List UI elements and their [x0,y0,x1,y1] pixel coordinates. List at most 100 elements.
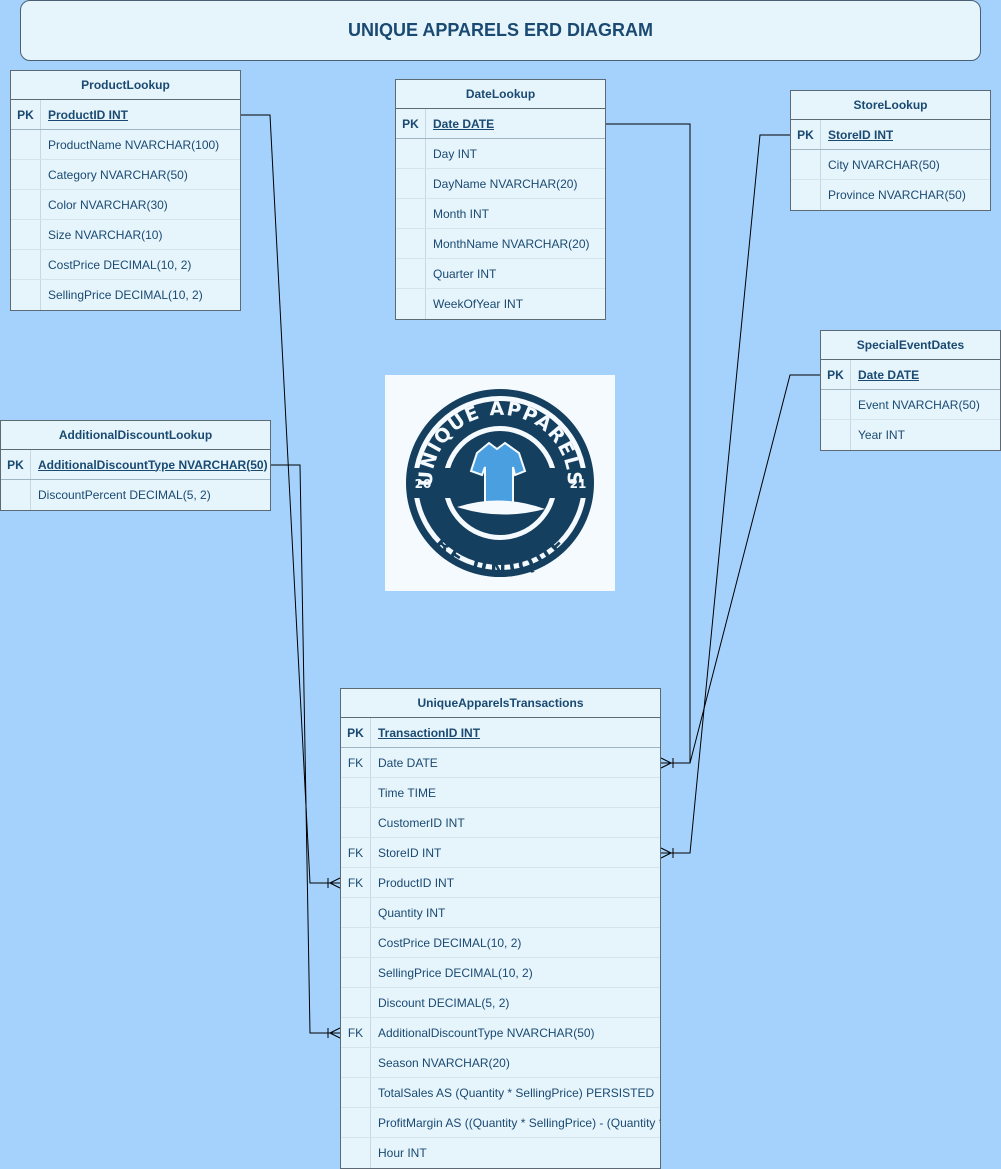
field-label: CostPrice DECIMAL(10, 2) [378,935,522,950]
entity-field-row[interactable]: SellingPrice DECIMAL(10, 2) [11,280,240,310]
key-indicator [396,229,426,258]
key-indicator: PK [341,718,371,747]
field-label: Category NVARCHAR(50) [48,167,188,182]
field-label: StoreID INT [378,845,442,860]
logo-year-left: 20 [415,477,432,491]
key-indicator [11,160,41,189]
key-indicator [11,250,41,279]
key-indicator [396,259,426,288]
entity-field-row[interactable]: Time TIME [341,778,660,808]
entity-field-row[interactable]: CustomerID INT [341,808,660,838]
field-label: ProductName NVARCHAR(100) [48,137,220,152]
relation-date [606,123,691,764]
entity-field-row[interactable]: CostPrice DECIMAL(10, 2) [341,928,660,958]
field-label: MonthName NVARCHAR(20) [433,236,590,251]
crowfoot-additional-discount [327,1027,341,1039]
key-indicator [396,289,426,319]
entity-field-row[interactable]: Hour INT [341,1138,660,1168]
entity-header: SpecialEventDates [821,331,1000,360]
field-label: DayName NVARCHAR(20) [433,176,578,191]
key-indicator [341,898,371,927]
entity-field-row[interactable]: City NVARCHAR(50) [791,150,990,180]
entity-field-row[interactable]: Quarter INT [396,259,605,289]
key-indicator [341,958,371,987]
key-indicator [11,130,41,159]
relation-special-event [689,374,820,764]
field-label: Quantity INT [378,905,446,920]
entity-field-row[interactable]: FK StoreID INT [341,838,660,868]
entity-field-row[interactable]: Season NVARCHAR(20) [341,1048,660,1078]
key-indicator [791,180,821,210]
key-indicator [341,1078,371,1107]
entity-field-row[interactable]: Size NVARCHAR(10) [11,220,240,250]
entity-field-row[interactable]: Event NVARCHAR(50) [821,390,1000,420]
entity-field-row[interactable]: TotalSales AS (Quantity * SellingPrice) … [341,1078,660,1108]
entity-field-row[interactable]: Discount DECIMAL(5, 2) [341,988,660,1018]
entity-header: StoreLookup [791,91,990,120]
key-indicator [821,390,851,419]
field-label: Color NVARCHAR(30) [48,197,168,212]
entity-field-row[interactable]: Day INT [396,139,605,169]
field-label: Event NVARCHAR(50) [858,397,980,412]
entity-field-row[interactable]: Year INT [821,420,1000,450]
relation-store [661,134,790,854]
entity-field-row[interactable]: Province NVARCHAR(50) [791,180,990,210]
key-indicator [11,190,41,219]
entity-field-row[interactable]: Month INT [396,199,605,229]
key-indicator [341,1048,371,1077]
key-indicator: FK [341,868,371,897]
field-label: Discount DECIMAL(5, 2) [378,995,510,1010]
entity-field-row[interactable]: CostPrice DECIMAL(10, 2) [11,250,240,280]
field-label: SellingPrice DECIMAL(10, 2) [48,288,203,302]
field-label: AdditionalDiscountType NVARCHAR(50) [378,1025,595,1040]
field-label: City NVARCHAR(50) [828,157,940,172]
key-indicator: PK [396,109,426,138]
key-indicator: PK [791,120,821,149]
entity-field-row[interactable]: DayName NVARCHAR(20) [396,169,605,199]
entity-field-row[interactable]: SellingPrice DECIMAL(10, 2) [341,958,660,988]
entity-field-row[interactable]: ProductName NVARCHAR(100) [11,130,240,160]
field-label: Time TIME [378,785,437,800]
field-label: Year INT [858,428,905,442]
field-label: WeekOfYear INT [433,297,524,311]
key-indicator [11,220,41,249]
entity-field-row[interactable]: WeekOfYear INT [396,289,605,319]
field-label: CostPrice DECIMAL(10, 2) [48,257,192,272]
key-indicator [11,280,41,310]
field-label: ProfitMargin AS ((Quantity * SellingPric… [378,1115,660,1130]
crowfoot-product [327,877,341,889]
key-indicator: PK [11,100,41,129]
entity-field-row[interactable]: Quantity INT [341,898,660,928]
key-indicator [341,808,371,837]
field-label: Quarter INT [433,266,497,281]
field-label: DiscountPercent DECIMAL(5, 2) [38,488,211,502]
entity-field-row[interactable]: Category NVARCHAR(50) [11,160,240,190]
entity-field-row[interactable]: ProfitMargin AS ((Quantity * SellingPric… [341,1108,660,1138]
field-label: AdditionalDiscountType NVARCHAR(50) [38,457,268,472]
entity-field-row[interactable]: MonthName NVARCHAR(20) [396,229,605,259]
key-indicator: PK [821,360,851,389]
crowfoot-store [660,847,674,859]
field-label: Size NVARCHAR(10) [48,227,163,242]
key-indicator [791,150,821,179]
key-indicator [341,928,371,957]
key-indicator: FK [341,838,371,867]
entity-field-row[interactable]: Color NVARCHAR(30) [11,190,240,220]
entity-field-row[interactable]: DiscountPercent DECIMAL(5, 2) [1,480,270,510]
key-indicator [341,1138,371,1168]
